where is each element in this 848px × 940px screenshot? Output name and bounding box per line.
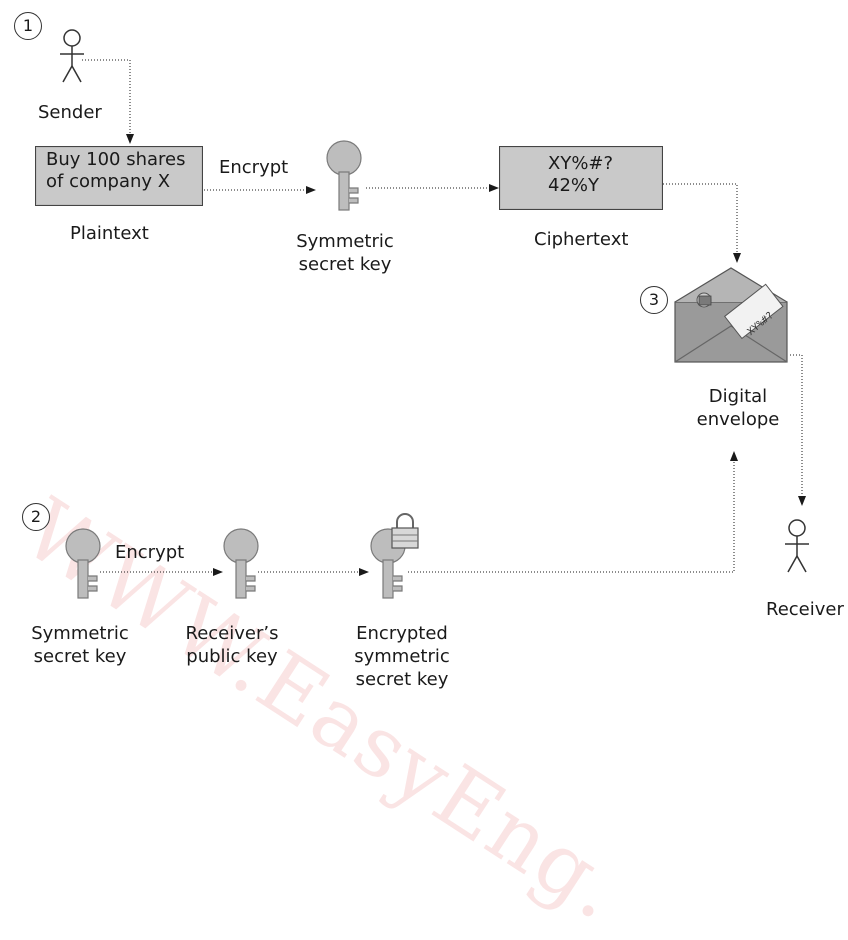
envelope-caption: Digital envelope — [683, 385, 793, 431]
encrypted-key-line-3: secret key — [355, 669, 449, 690]
plaintext-caption: Plaintext — [70, 223, 149, 244]
receiver-figure-icon — [784, 519, 810, 573]
encrypted-key-to-envelope-arrow — [408, 451, 738, 573]
receiver-public-key-label: Receiver’s public key — [172, 622, 292, 668]
receiver-public-key-line-2: public key — [186, 646, 278, 667]
top-symmetric-key-line-2: secret key — [298, 254, 392, 275]
ciphertext-box: XY%#? 42%Y — [499, 146, 663, 210]
receiver-public-key-icon — [223, 528, 259, 599]
bottom-symmetric-key-line-2: secret key — [33, 646, 127, 667]
step-2-marker: 2 — [22, 503, 50, 531]
envelope-caption-line-1: Digital — [708, 386, 768, 407]
encrypt-top-label: Encrypt — [219, 157, 289, 178]
plaintext-line-1: Buy 100 shares — [46, 149, 186, 170]
encrypted-key-line-1: Encrypted — [356, 623, 448, 644]
plaintext-line-2: of company X — [46, 171, 171, 192]
bottom-symmetric-key-line-1: Symmetric — [31, 623, 129, 644]
top-symmetric-key-line-1: Symmetric — [296, 231, 394, 252]
ciphertext-to-envelope-arrow — [663, 183, 741, 263]
ciphertext-line-1: XY%#? — [548, 153, 614, 174]
receiver-label: Receiver — [766, 599, 844, 620]
encrypt-bottom-label: Encrypt — [115, 542, 185, 563]
ciphertext-line-2: 42%Y — [548, 175, 600, 196]
sender-label: Sender — [38, 102, 102, 123]
encrypted-key-line-2: symmetric — [354, 646, 450, 667]
padlock-icon — [391, 513, 419, 549]
ciphertext-caption: Ciphertext — [534, 229, 629, 250]
bottom-symmetric-key-icon — [65, 528, 101, 599]
sender-figure-icon — [59, 29, 85, 83]
receiver-public-key-line-1: Receiver’s — [185, 623, 279, 644]
sender-to-plaintext-arrow — [82, 59, 134, 144]
top-symmetric-key-icon — [326, 140, 362, 211]
diagram-canvas: XY%#? — [59, 29, 810, 599]
encrypted-key-label: Encrypted symmetric secret key — [342, 622, 462, 691]
digital-envelope-icon — [674, 267, 788, 363]
plaintext-box: Buy 100 shares of company X — [35, 146, 203, 206]
step-1-marker: 1 — [14, 12, 42, 40]
envelope-to-receiver-arrow — [790, 354, 806, 506]
step-3-marker: 3 — [640, 286, 668, 314]
envelope-caption-line-2: envelope — [696, 409, 780, 430]
top-symmetric-key-label: Symmetric secret key — [280, 230, 410, 276]
bottom-symmetric-key-label: Symmetric secret key — [20, 622, 140, 668]
